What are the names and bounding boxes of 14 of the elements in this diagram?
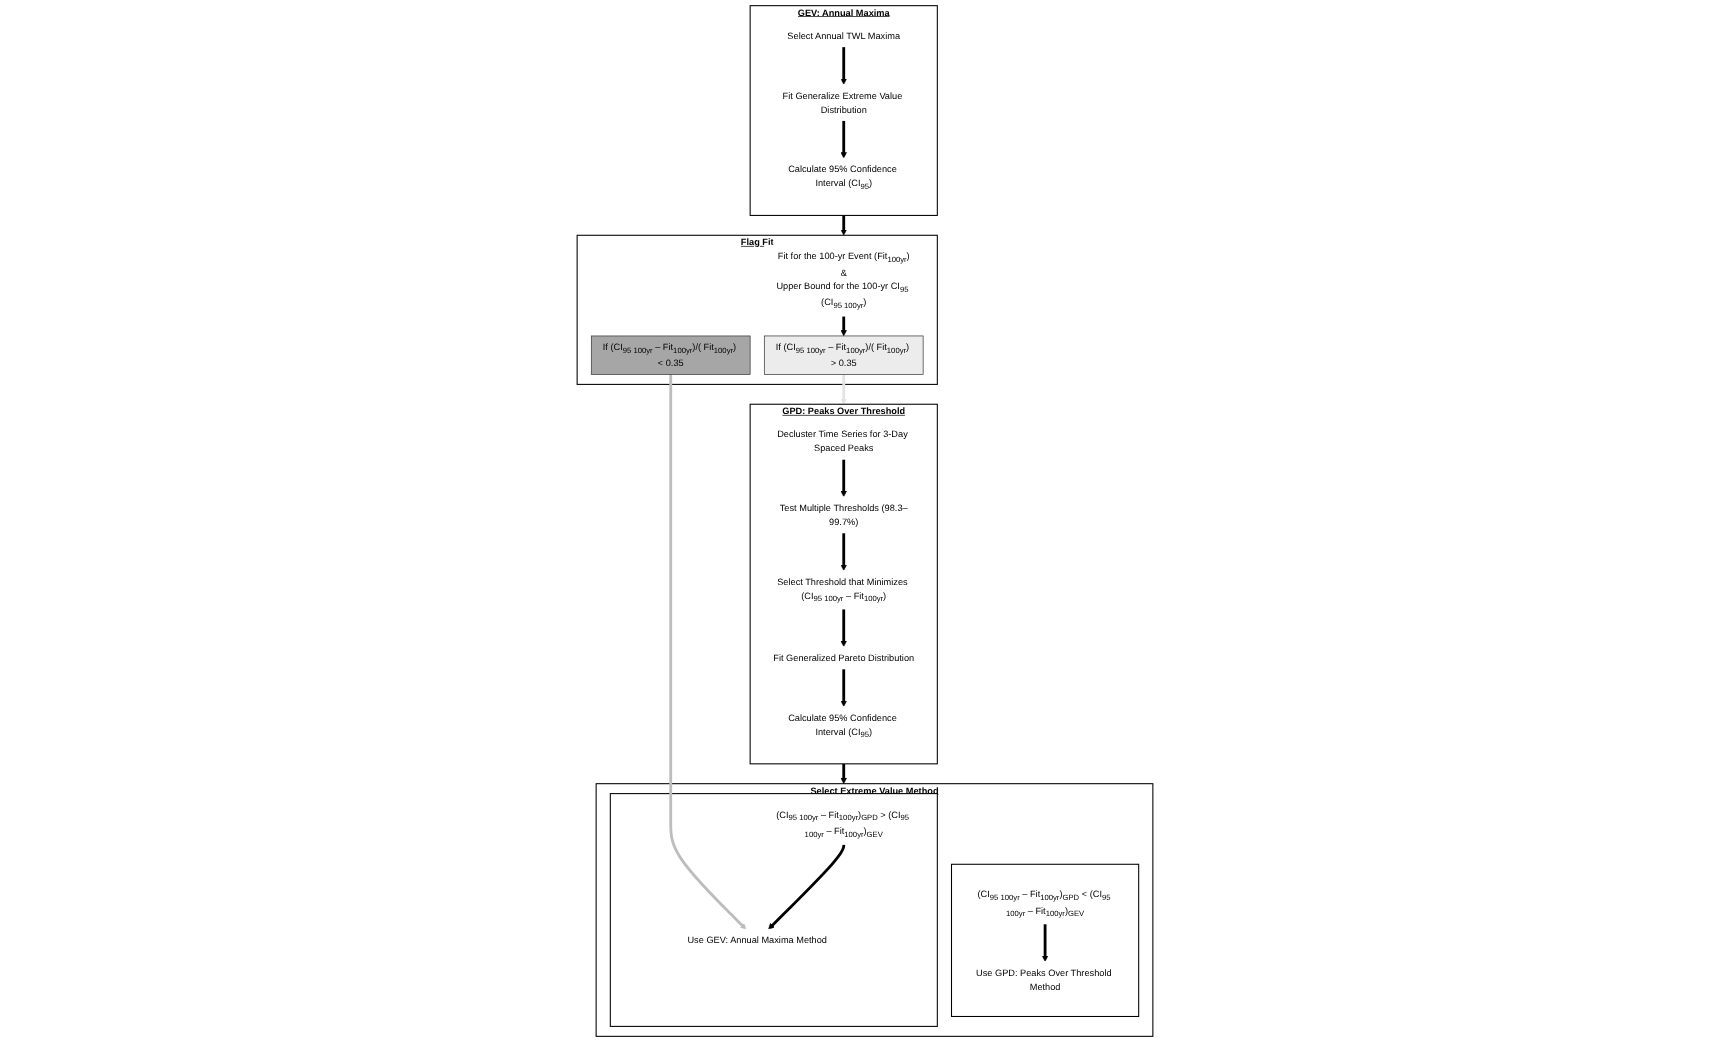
- arrow: [840, 316, 847, 337]
- arrow: [840, 609, 847, 647]
- arrow: [669, 374, 747, 930]
- cluster: [609, 793, 938, 1027]
- arrow: [768, 844, 846, 930]
- arrow: [840, 120, 847, 159]
- arrow: [840, 215, 847, 236]
- arrow: [840, 532, 847, 571]
- cluster: [950, 863, 1140, 1017]
- arrow: [1041, 923, 1049, 962]
- arrow: [840, 668, 847, 707]
- arrow: [840, 763, 847, 784]
- arrow: [840, 46, 847, 85]
- arrow: [840, 459, 847, 498]
